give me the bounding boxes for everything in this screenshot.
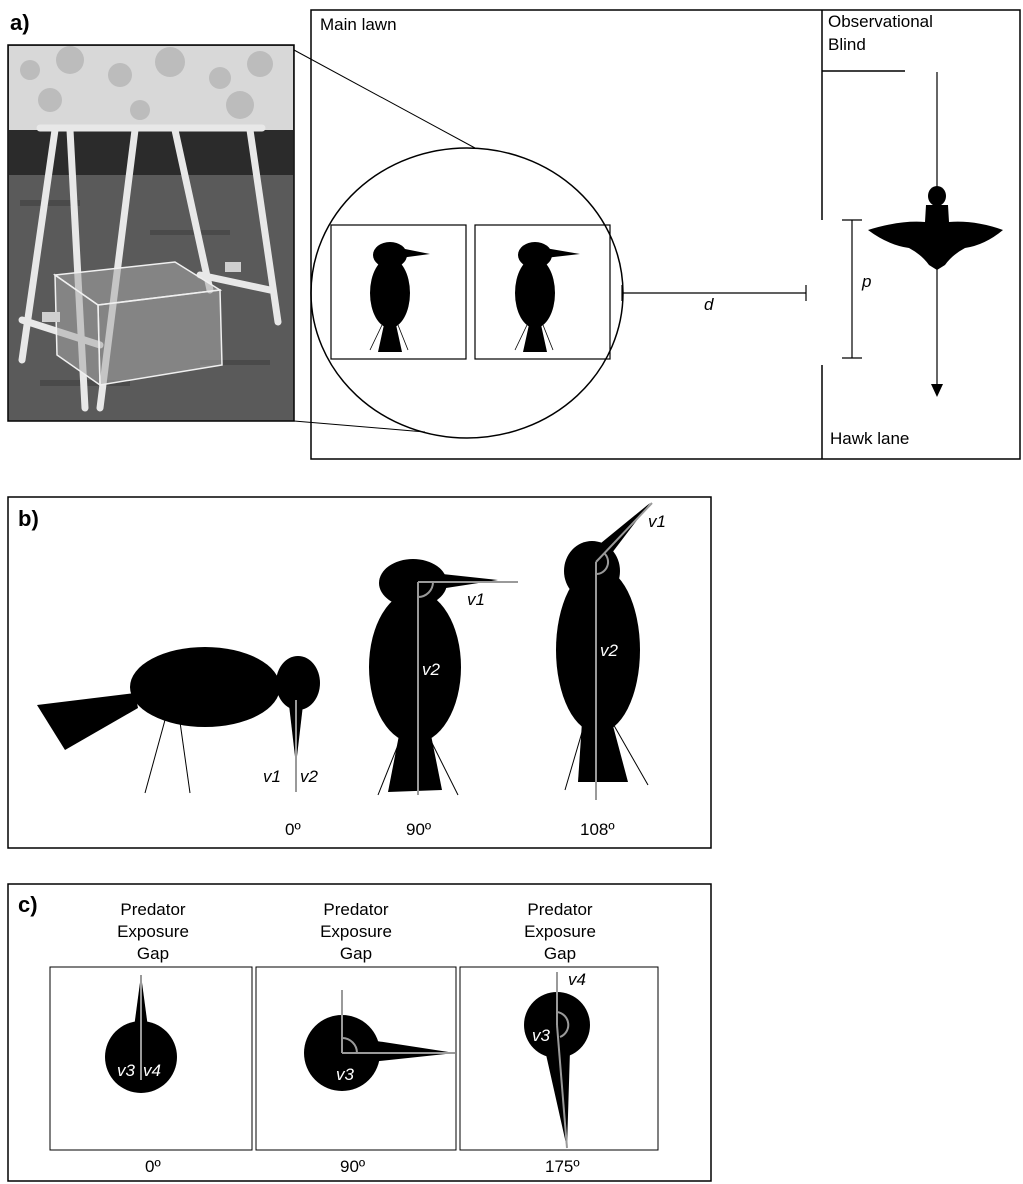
heading-2-line1: Predator xyxy=(323,900,389,919)
heading-1-line1: Predator xyxy=(120,900,186,919)
p-label: p xyxy=(861,272,871,291)
heading-box-2: Predator Exposure Gap xyxy=(320,900,392,963)
heading-box-3: Predator Exposure Gap xyxy=(524,900,596,963)
bird3-v2: v2 xyxy=(600,641,619,660)
distance-d: d xyxy=(622,285,806,314)
c-box2-angle: 90º xyxy=(340,1157,365,1176)
main-lawn-label: Main lawn xyxy=(320,15,397,34)
bird-head-up: v1 v2 108º xyxy=(556,503,666,839)
distance-p: p xyxy=(842,220,871,358)
c-box3-v3: v3 xyxy=(532,1026,551,1045)
small-bird-right xyxy=(515,242,580,352)
heading-3-line1: Predator xyxy=(527,900,593,919)
bird3-angle: 108º xyxy=(580,820,615,839)
c-box1-angle: 0º xyxy=(145,1157,161,1176)
heading-box-1: Predator Exposure Gap xyxy=(117,900,189,963)
blind-label-2: Blind xyxy=(828,35,866,54)
top-view-0: v3 v4 0º xyxy=(50,967,252,1176)
hawk-silhouette xyxy=(868,186,1003,270)
bird1-angle: 0º xyxy=(285,820,301,839)
c-box3-v4: v4 xyxy=(568,970,586,989)
panel-a-label: a) xyxy=(10,10,30,35)
bird2-angle: 90º xyxy=(406,820,431,839)
bird-head-level: v1 v2 90º xyxy=(369,559,518,839)
zoom-line-top xyxy=(294,50,475,148)
heading-1-line3: Gap xyxy=(137,944,169,963)
bird2-v1: v1 xyxy=(467,590,485,609)
bird2-v2: v2 xyxy=(422,660,441,679)
c-box3-angle: 175º xyxy=(545,1157,580,1176)
d-label: d xyxy=(704,295,714,314)
heading-2-line3: Gap xyxy=(340,944,372,963)
panel-b: b) v1 v2 0º v1 v2 90º xyxy=(8,497,711,848)
heading-3-line2: Exposure xyxy=(524,922,596,941)
panel-c-label: c) xyxy=(18,892,38,917)
panel-a: a) xyxy=(8,10,1020,459)
c-box2-v3: v3 xyxy=(336,1065,355,1084)
apparatus-photo xyxy=(8,45,294,421)
c-box1-v3: v3 xyxy=(117,1061,136,1080)
top-view-90: v4 v3 90º xyxy=(256,967,456,1176)
top-view-175: v4 v3 175º xyxy=(460,967,658,1176)
small-bird-left xyxy=(370,242,430,352)
bird3-v1: v1 xyxy=(648,512,666,531)
zoom-circle xyxy=(311,148,623,438)
c-box1-v4: v4 xyxy=(143,1061,161,1080)
heading-1-line2: Exposure xyxy=(117,922,189,941)
panel-b-label: b) xyxy=(18,506,39,531)
heading-3-line3: Gap xyxy=(544,944,576,963)
blind-label-1: Observational xyxy=(828,12,933,31)
bird-head-down: v1 v2 0º xyxy=(37,647,320,839)
bird1-v2: v2 xyxy=(300,767,319,786)
c-box2-v4: v4 xyxy=(345,1017,363,1036)
bird1-v1: v1 xyxy=(263,767,281,786)
hawk-lane-label: Hawk lane xyxy=(830,429,909,448)
panel-c: c) Predator Exposure Gap Predator Exposu… xyxy=(8,884,711,1181)
heading-2-line2: Exposure xyxy=(320,922,392,941)
